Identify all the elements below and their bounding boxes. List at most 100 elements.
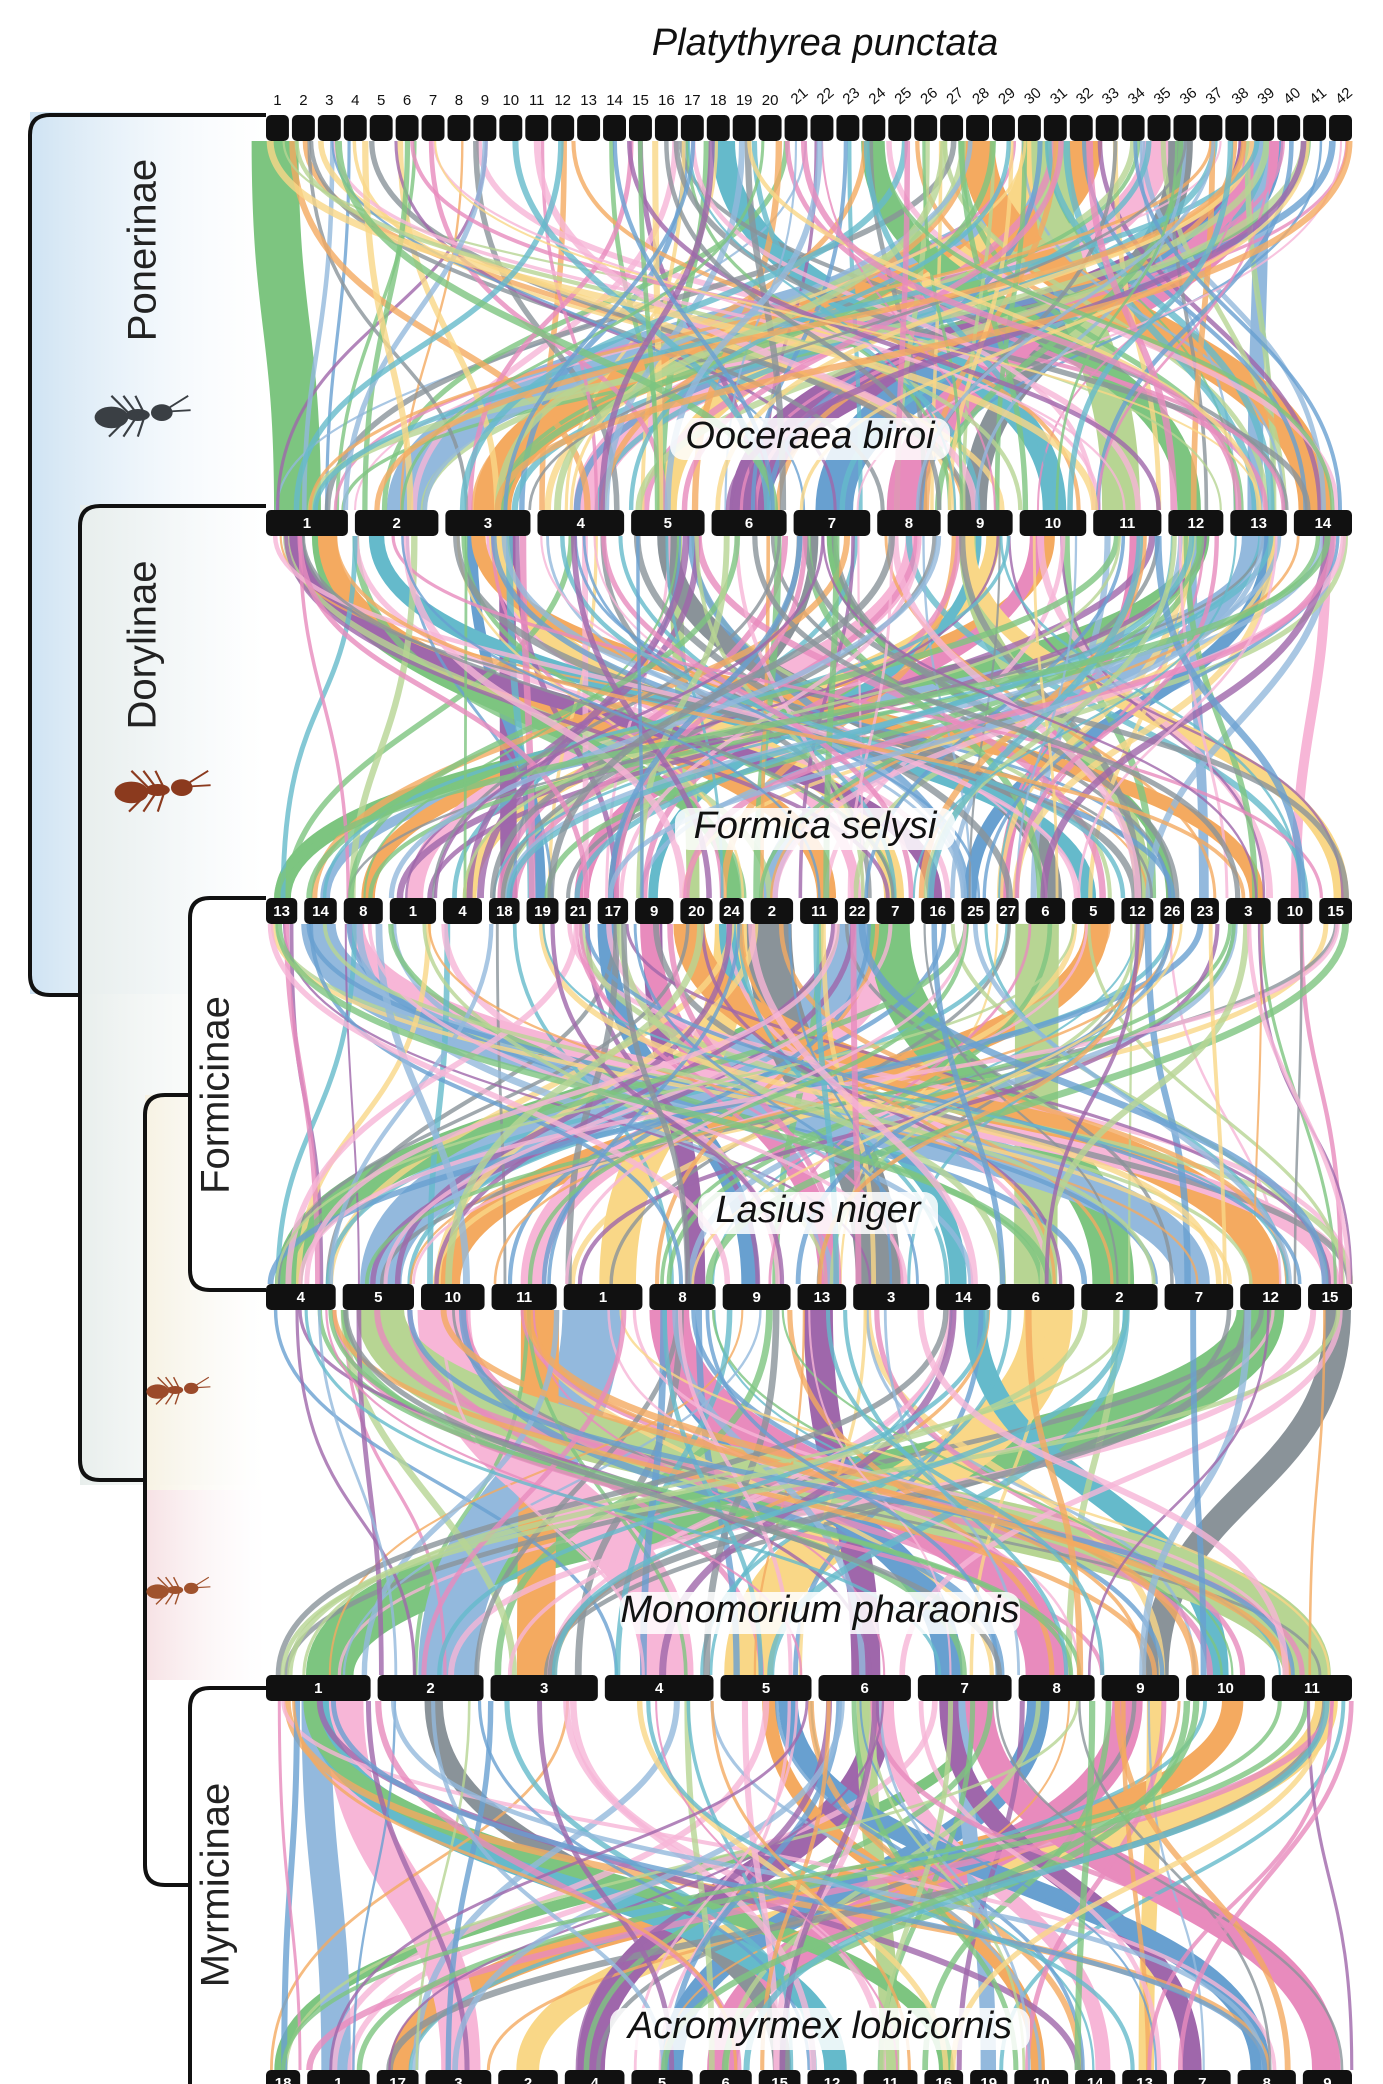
synteny-link xyxy=(666,1700,842,2071)
species-title-halo xyxy=(620,1592,1020,1634)
synteny-link xyxy=(304,923,840,1285)
ribbons-4-5 xyxy=(269,1700,1354,2071)
chromosome-label: 6 xyxy=(722,2075,730,2084)
synteny-link xyxy=(400,140,765,511)
chromosome-acromyrmex-lobicornis-15 xyxy=(758,2070,801,2084)
synteny-link xyxy=(710,1700,911,2071)
chromosome-platythyrea-punctata-25 xyxy=(888,115,912,141)
chromosome-ooceraea-biroi-12 xyxy=(1168,510,1224,536)
chromosome-platythyrea-punctata-20 xyxy=(758,115,782,141)
synteny-link xyxy=(551,1309,1129,1676)
chromosome-platythyrea-punctata-14 xyxy=(603,115,626,141)
chromosome-label: 4 xyxy=(351,92,359,109)
synteny-link xyxy=(330,1700,1268,2071)
chromosome-label: 15 xyxy=(1322,1289,1339,1306)
chromosome-platythyrea-punctata-32 xyxy=(1069,115,1093,141)
chromosome-label: 10 xyxy=(1045,515,1062,532)
chromosome-acromyrmex-lobicornis-12 xyxy=(807,2070,857,2084)
synteny-link xyxy=(879,140,1335,511)
synteny-link xyxy=(331,1700,770,2071)
chromosome-platythyrea-punctata-16 xyxy=(654,115,678,141)
chromosome-label: 5 xyxy=(374,1289,382,1306)
synteny-link xyxy=(388,535,942,899)
synteny-link xyxy=(537,1700,675,2071)
chromosome-acromyrmex-lobicornis-4 xyxy=(564,2070,625,2084)
species-title-platythyrea-punctata: Platythyrea punctata xyxy=(652,22,998,64)
chromosome-monomorium-pharaonis-6 xyxy=(818,1675,911,1701)
synteny-link xyxy=(1308,1309,1326,1676)
clade-panel-myrmicinae-label xyxy=(190,1688,266,2084)
chromosome-label: 3 xyxy=(1244,903,1252,920)
synteny-link xyxy=(277,1700,302,2071)
chromosome-ooceraea-biroi-8 xyxy=(877,510,941,536)
chromosome-label: 11 xyxy=(529,92,545,109)
synteny-link xyxy=(329,1700,809,2071)
chromosome-platythyrea-punctata-4 xyxy=(343,115,367,141)
chromosome-label: 37 xyxy=(1203,84,1227,108)
synteny-link xyxy=(452,1700,845,2071)
synteny-link xyxy=(437,1309,990,1676)
chromosome-label: 23 xyxy=(1197,903,1214,920)
chromosome-label: 31 xyxy=(1047,84,1071,108)
chromosome-platythyrea-punctata-37 xyxy=(1199,115,1223,141)
chromosome-formica-selysi-2 xyxy=(750,898,794,924)
chromosome-label: 9 xyxy=(752,1289,760,1306)
synteny-link xyxy=(462,535,1122,899)
chromosome-label: 29 xyxy=(995,84,1019,108)
chromosome-platythyrea-punctata-7 xyxy=(421,115,445,141)
synteny-link xyxy=(1147,1700,1334,2071)
synteny-link xyxy=(292,1700,738,2071)
chromosome-monomorium-pharaonis-10 xyxy=(1186,1675,1265,1701)
chromosome-ooceraea-biroi-13 xyxy=(1230,510,1287,536)
clade-label-ponerinae: Ponerinae xyxy=(121,159,165,341)
synteny-link xyxy=(1253,923,1263,1285)
chromosome-label: 8 xyxy=(455,92,463,109)
chromosome-label: 21 xyxy=(570,903,587,920)
synteny-link xyxy=(616,923,1007,1285)
chromosome-monomorium-pharaonis-11 xyxy=(1271,1675,1352,1701)
chromosome-acromyrmex-lobicornis-2 xyxy=(498,2070,558,2084)
chromosome-platythyrea-punctata-21 xyxy=(784,115,808,141)
chromosome-lasius-niger-3 xyxy=(853,1284,930,1310)
chromosome-label: 6 xyxy=(403,92,411,109)
synteny-link xyxy=(542,923,1289,1285)
chromosome-formica-selysi-19 xyxy=(526,898,559,924)
synteny-link xyxy=(477,1700,811,2071)
synteny-link xyxy=(577,923,1220,1285)
chromosome-label: 33 xyxy=(1099,84,1123,108)
synteny-link xyxy=(421,1309,627,1676)
chromosome-lasius-niger-11 xyxy=(491,1284,557,1310)
species-title-lasius-niger: Lasius niger xyxy=(716,1189,922,1231)
ant-myrmicinae-icon xyxy=(146,1576,211,1605)
chromosome-label: 5 xyxy=(658,2075,666,2084)
chromosome-label: 35 xyxy=(1151,84,1175,108)
synteny-link xyxy=(569,1700,887,2071)
chromosome-formica-selysi-3 xyxy=(1225,898,1271,924)
chromosome-lasius-niger-13 xyxy=(797,1284,847,1310)
chromosome-lasius-niger-8 xyxy=(649,1284,716,1310)
chromosome-lasius-niger-7 xyxy=(1164,1284,1234,1310)
synteny-link xyxy=(1208,923,1227,1285)
chromosome-ooceraea-biroi-1 xyxy=(266,510,348,536)
chromosome-ooceraea-biroi-2 xyxy=(354,510,439,536)
synteny-link xyxy=(1306,1700,1354,2071)
synteny-link xyxy=(596,1700,1137,2071)
synteny-link xyxy=(342,1309,762,1676)
chromosome-label: 24 xyxy=(723,903,740,920)
chromosome-label: 20 xyxy=(688,903,705,920)
chromosome-platythyrea-punctata-40 xyxy=(1277,115,1301,141)
chromosome-platythyrea-punctata-12 xyxy=(551,115,575,141)
synteny-link xyxy=(415,1700,471,2071)
chromosome-label: 16 xyxy=(658,92,675,109)
species-title-acromyrmex-lobicornis: Acromyrmex lobicornis xyxy=(626,2005,1012,2047)
synteny-link xyxy=(874,1309,1246,1676)
synteny-link xyxy=(1114,1700,1291,2071)
species-title-ooceraea-biroi: Ooceraea biroi xyxy=(685,415,936,457)
synteny-link xyxy=(1063,140,1259,511)
synteny-ribbon xyxy=(1142,1309,1351,1676)
chromosome-label: 12 xyxy=(1188,515,1205,532)
